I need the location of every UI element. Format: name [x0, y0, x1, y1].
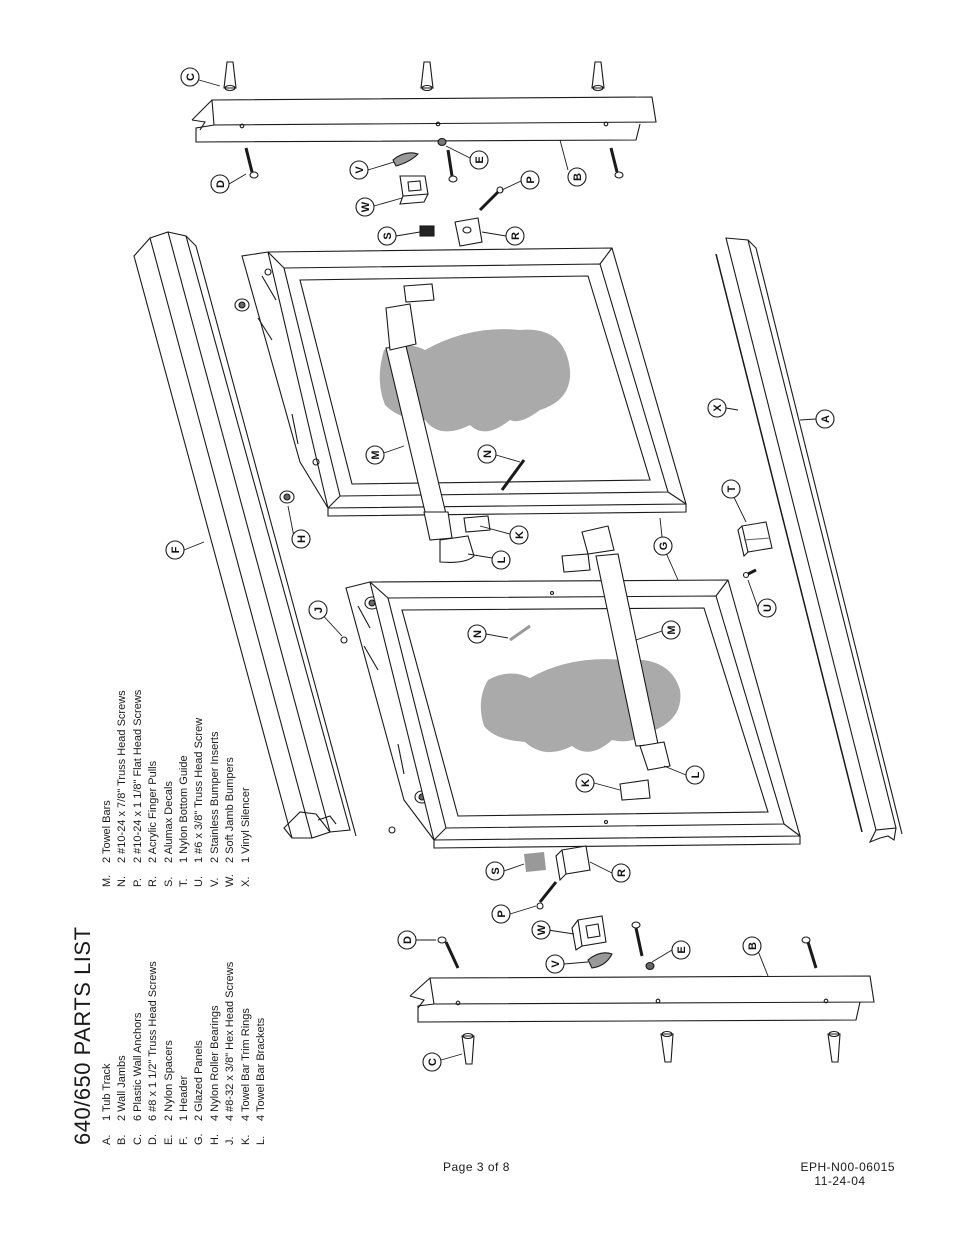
callout-v-bottom: V [550, 960, 562, 968]
part-a: A.1 Tub Track [101, 1063, 113, 1145]
part-c: C.6 Plastic Wall Anchors [131, 1012, 144, 1145]
callout-h: H [296, 535, 308, 543]
wall-jamb-top [191, 96, 657, 143]
part-n: N.2 #10-24 x 7/8" Truss Head Screws [116, 690, 129, 887]
part-t: T.1 Nylon Bottom Guide [178, 755, 191, 887]
hardware-top [392, 137, 504, 267]
callout-c-top: C [185, 73, 197, 81]
part-w: W.2 Soft Jamb Bumpers [224, 757, 237, 887]
callout-k-top: K [514, 531, 526, 539]
callout-k-bottom: K [580, 779, 592, 787]
wall-anchors-bottom [461, 1030, 841, 1065]
callout-m-top: M [370, 450, 382, 459]
part-b: B.2 Wall Jambs [116, 1055, 129, 1145]
callout-j: J [313, 607, 325, 613]
tub-track [715, 237, 903, 844]
callout-l-bottom: L [690, 771, 702, 778]
part-v: V.2 Stainless Bumper Inserts [208, 731, 221, 887]
callout-t: T [726, 485, 738, 492]
part-f: F.1 Header [178, 1075, 191, 1145]
document-number: EPH-N00-06015 [800, 1160, 895, 1174]
callout-g: G [658, 542, 670, 551]
callout-r-bottom: R [616, 869, 628, 877]
callout-w-top: W [360, 201, 372, 212]
flat-head-screw-lower [509, 624, 531, 642]
part-h: H.4 Nylon Roller Bearings [208, 1005, 221, 1145]
part-s: S.2 Alumax Decals [162, 781, 175, 887]
callout-w-bottom: W [536, 924, 548, 935]
bottom-guide [737, 521, 773, 579]
part-j: J.4 #8-32 x 3/8" Hex Head Screws [224, 961, 237, 1145]
callout-p-top: P [525, 176, 537, 183]
towel-bar-upper [385, 283, 491, 563]
wall-anchors-top [223, 61, 605, 92]
callout-l-top: L [496, 556, 508, 563]
parts-list-title: 640/650 PARTS LIST [70, 926, 95, 1145]
part-m: M.2 Towel Bars [101, 800, 113, 887]
hardware-bottom [437, 845, 818, 971]
callout-r-top: R [510, 232, 522, 240]
part-g: G.2 Glazed Panels [193, 1040, 206, 1145]
callout-b-bottom: B [747, 942, 759, 950]
callout-u: U [762, 604, 774, 612]
document-date: 11-24-04 [814, 1174, 866, 1188]
truss-screws-top [244, 147, 624, 183]
callout-b-top: B [572, 173, 584, 181]
part-x: X.1 Vinyl Silencer [239, 787, 252, 887]
callout-m-bottom: M [666, 625, 678, 634]
callout-s-top: S [382, 232, 394, 239]
callout-f: F [170, 546, 182, 553]
part-d: D.6 #8 x 1 1/2" Truss Head Screws [147, 961, 160, 1145]
part-r: R.2 Acrylic Finger Pulls [147, 760, 160, 887]
part-u: U.1 #6 x 3/8" Truss Head Screw [193, 717, 206, 887]
header [133, 231, 357, 839]
flat-head-screw-upper [500, 459, 526, 491]
callout-d-top: D [215, 180, 227, 188]
callout-d-bottom: D [402, 936, 414, 944]
part-l: L.4 Towel Bar Brackets [255, 1017, 268, 1145]
callout-c-bottom: C [427, 1058, 439, 1066]
glazed-panel-lower [345, 579, 801, 849]
callout-e-top: E [474, 156, 486, 163]
parts-list-left-column: A.1 Tub Track B.2 Wall Jambs C.6 Plastic… [100, 961, 269, 1145]
towel-bar-lower [561, 525, 671, 801]
wall-jamb-bottom [409, 975, 875, 1023]
page-number: Page 3 of 8 [443, 1160, 510, 1174]
callout-n-top: N [482, 450, 494, 458]
glazed-panel-upper [241, 247, 687, 517]
part-k: K.4 Towel Bar Trim Rings [239, 1008, 252, 1145]
parts-list: 640/650 PARTS LIST A.1 Tub Track B.2 Wal… [70, 45, 310, 1145]
callout-p-bottom: P [496, 910, 508, 917]
callout-v-top: V [354, 166, 366, 174]
callout-e-bottom: E [676, 946, 688, 953]
callout-circles [165, 67, 835, 1072]
parts-list-right-column: M.2 Towel Bars N.2 #10-24 x 7/8" Truss H… [100, 690, 254, 887]
callout-a: A [820, 415, 832, 423]
part-e: E.2 Nylon Spacers [162, 1040, 175, 1145]
callout-s-bottom: S [490, 867, 502, 874]
callout-n-bottom: N [472, 630, 484, 638]
part-p: P.2 #10-24 x 1 1/8" Flat Head Screws [131, 689, 144, 887]
callout-x: X [712, 404, 724, 412]
